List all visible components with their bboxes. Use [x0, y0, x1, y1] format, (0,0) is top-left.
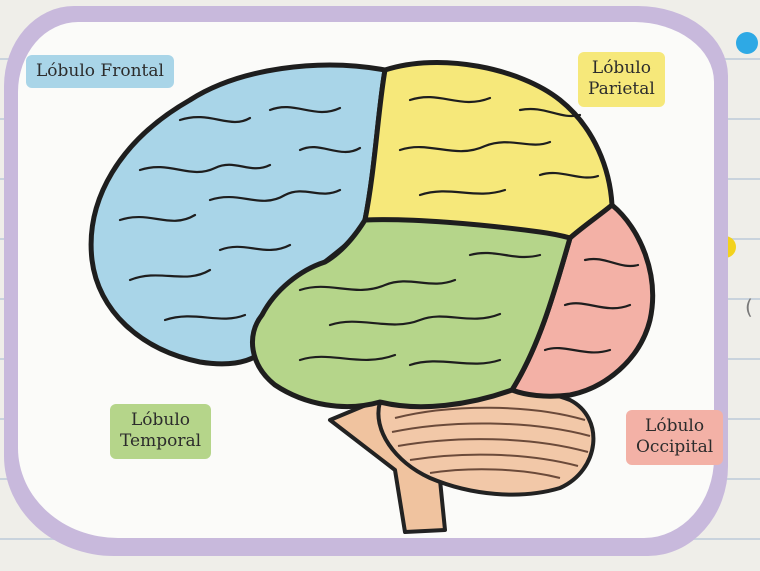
parietal-label-line1: Lóbulo — [588, 58, 655, 79]
occipital-lobe-label: Lóbulo Occipital — [626, 410, 723, 465]
temporal-label-line2: Temporal — [120, 431, 201, 452]
temporal-label-line1: Lóbulo — [120, 410, 201, 431]
parietal-label-line2: Parietal — [588, 79, 655, 100]
frontal-label-text: Lóbulo Frontal — [36, 61, 164, 81]
occipital-label-line2: Occipital — [636, 437, 713, 458]
parietal-lobe-label: Lóbulo Parietal — [578, 52, 665, 107]
frontal-lobe-label: Lóbulo Frontal — [26, 55, 174, 88]
temporal-lobe-label: Lóbulo Temporal — [110, 404, 211, 459]
occipital-label-line1: Lóbulo — [636, 416, 713, 437]
